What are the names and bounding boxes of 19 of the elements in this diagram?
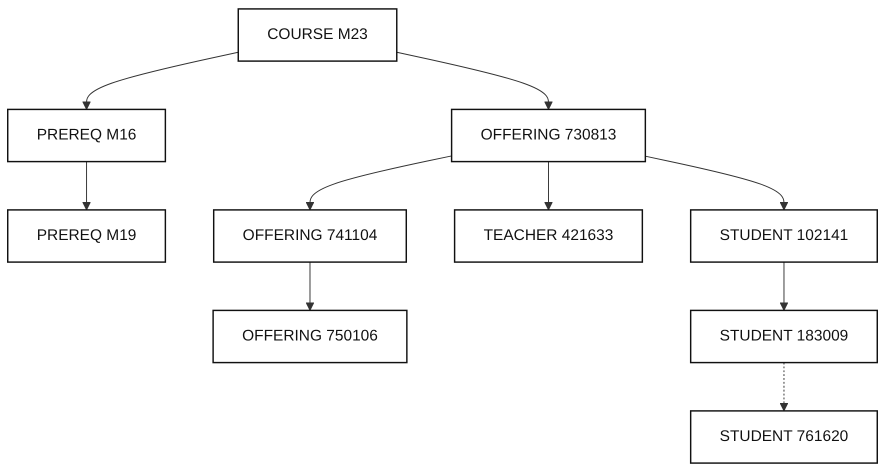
node-box: COURSE M23	[238, 8, 398, 62]
arrow	[306, 262, 314, 311]
node-box: STUDENT 183009	[690, 310, 878, 364]
node-box: STUDENT 102141	[690, 209, 878, 263]
arrow	[82, 52, 239, 110]
arrow	[780, 262, 788, 311]
node-box: STUDENT 761620	[690, 410, 878, 464]
arrow	[82, 161, 91, 210]
arrow	[644, 156, 788, 210]
arrow	[396, 52, 553, 110]
arrow	[780, 362, 788, 412]
arrow	[306, 155, 452, 210]
node-box: OFFERING 741104	[212, 209, 408, 263]
node-box: OFFERING 750106	[212, 310, 408, 364]
node-box: PREREQ M16	[7, 108, 166, 162]
node-box: PREREQ M19	[7, 209, 166, 263]
node-box: OFFERING 730813	[450, 108, 646, 162]
arrow	[544, 161, 553, 210]
node-box: TEACHER 421633	[454, 209, 644, 263]
